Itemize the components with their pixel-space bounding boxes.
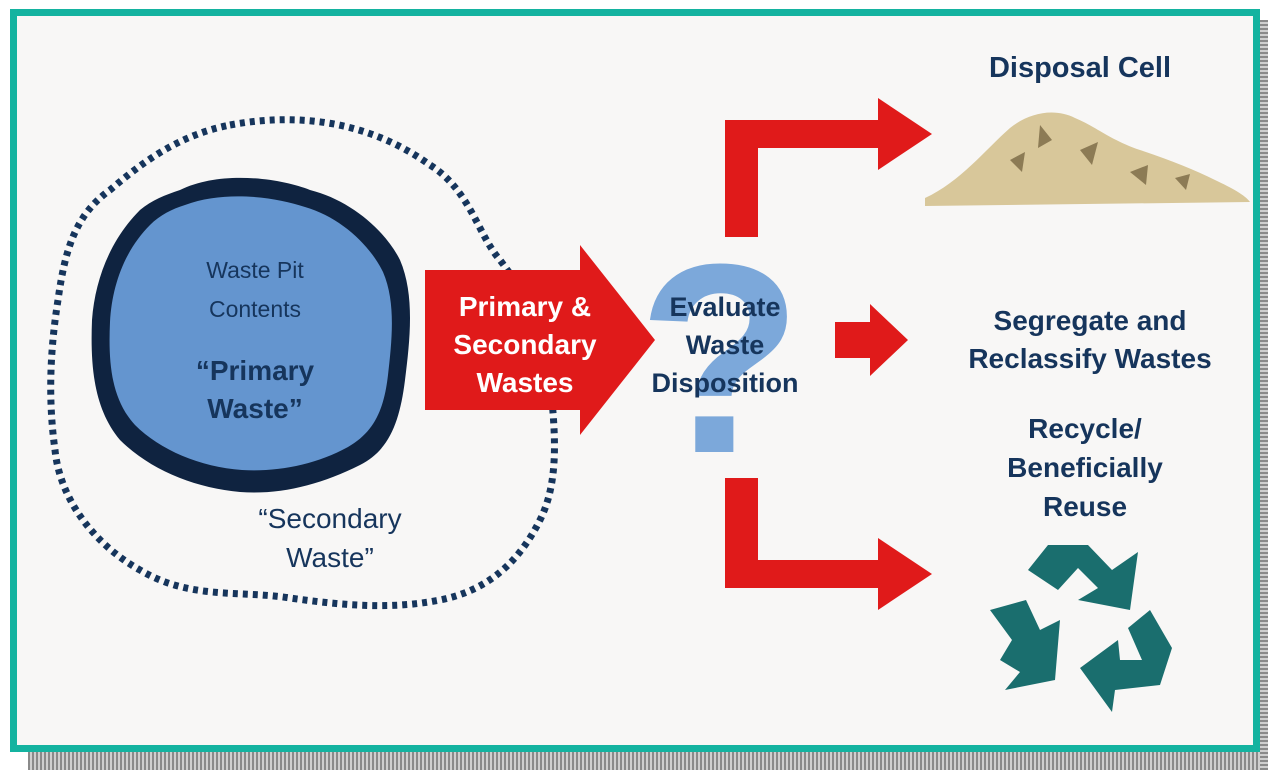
arrow-to-recycle — [725, 478, 932, 610]
main-arrow-line2: Secondary — [453, 329, 597, 360]
disposal-pile-icon — [925, 112, 1250, 206]
question-mark-icon: ? — [638, 209, 803, 510]
segregate-label-line2: Reclassify Wastes — [968, 343, 1212, 374]
secondary-waste-line1: “Secondary — [258, 503, 402, 534]
evaluate-line1: Evaluate — [669, 292, 781, 322]
recycle-label-line3: Reuse — [1042, 491, 1128, 522]
arrow-to-disposal — [725, 98, 932, 237]
disposal-cell-label: Disposal Cell — [988, 52, 1172, 84]
waste-pit-shape — [109, 196, 392, 471]
evaluate-line3: Disposition — [651, 368, 799, 398]
pit-label-line1: Waste Pit — [206, 257, 304, 283]
arrow-to-segregate — [835, 304, 908, 376]
segregate-label-line1: Segregate and — [993, 305, 1187, 336]
dotted-boundary — [47, 116, 558, 610]
pit-label-line2: Contents — [208, 296, 302, 322]
evaluate-line2: Waste — [685, 330, 765, 360]
main-arrow-line1: Primary & — [458, 291, 592, 322]
primary-waste-line1: “Primary — [195, 355, 315, 386]
main-arrow-shape — [425, 245, 655, 435]
recycle-label-line1: Recycle/ — [1028, 413, 1142, 444]
frame-shadow-bottom — [28, 752, 1268, 770]
recycle-icon — [990, 545, 1172, 712]
frame-shadow-right — [1260, 20, 1268, 770]
main-arrow-line3: Wastes — [476, 367, 574, 398]
primary-waste-line2: Waste” — [207, 393, 303, 424]
recycle-label-line2: Beneficially — [1007, 452, 1163, 483]
secondary-waste-line2: Waste” — [286, 542, 374, 573]
